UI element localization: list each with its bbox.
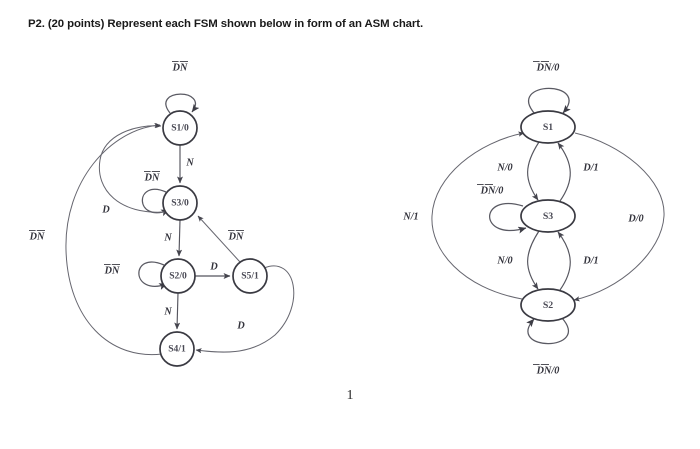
edge-r-s2-to-s3	[557, 231, 571, 291]
svg-text:DN/0: DN/0	[536, 365, 560, 376]
self-loop-s1-left	[165, 93, 200, 114]
label-self-loop-s3: DN	[144, 171, 160, 183]
svg-text:DN: DN	[104, 265, 120, 276]
state-node-r-s1: S1	[520, 110, 576, 144]
state-label-s3: S3/0	[171, 198, 189, 209]
state-node-s2: S2/0	[160, 258, 196, 294]
label-r-self-loop-s2: DN/0	[533, 364, 560, 376]
page-number: 1	[346, 388, 354, 403]
edge-r-s2-to-s1	[431, 131, 525, 300]
edge-s2-to-s4	[174, 292, 181, 330]
edge-s5-to-s3	[197, 215, 241, 263]
label-edge-s5-s4: D	[236, 320, 245, 331]
label-r-edge-s3-s1: D/1	[582, 162, 598, 173]
label-edge-s1-s3: N	[185, 157, 194, 168]
edge-r-s1-to-s2	[573, 132, 665, 302]
label-edge-s5-s3: DN	[228, 230, 244, 242]
svg-text:DN: DN	[228, 231, 244, 242]
label-edge-s3-s1: D	[101, 204, 110, 215]
label-edge-s2-s5: D	[209, 261, 218, 272]
label-self-loop-s2: DN	[104, 264, 120, 276]
state-node-s3: S3/0	[162, 185, 198, 221]
label-r-edge-s1-s2: D/0	[627, 213, 643, 224]
page-title: P2. (20 points) Represent each FSM shown…	[28, 18, 424, 30]
state-label-r-s3: S3	[543, 211, 553, 222]
label-r-edge-s2-s3: D/1	[582, 255, 598, 266]
state-label-r-s1: S1	[543, 122, 553, 133]
self-loop-s1-right	[528, 87, 571, 115]
label-r-edge-s1-s3: N/0	[496, 162, 512, 173]
label-r-self-loop-s1: DN/0	[533, 61, 560, 73]
state-label-s1: S1/0	[171, 123, 189, 134]
svg-text:DN/0: DN/0	[480, 185, 504, 196]
edge-s5-to-s4	[195, 265, 295, 354]
label-edge-s3-s2: N	[163, 232, 172, 243]
edge-s4-to-s1	[65, 122, 163, 356]
edge-r-s1-to-s3	[527, 141, 540, 201]
state-label-s5: S5/1	[241, 271, 259, 282]
svg-text:DN/0: DN/0	[536, 62, 560, 73]
edge-r-s3-to-s1	[557, 142, 571, 202]
state-label-s2: S2/0	[169, 271, 187, 282]
label-r-edge-s3-s2: N/0	[496, 255, 512, 266]
label-edge-s2-s4: N	[163, 306, 172, 317]
state-node-s5: S5/1	[232, 258, 268, 294]
label-r-self-loop-s3: DN/0	[477, 184, 504, 196]
edge-r-s3-to-s2	[527, 230, 540, 290]
label-r-edge-s2-s1: N/1	[402, 211, 418, 222]
state-label-r-s2: S2	[543, 300, 553, 311]
self-loop-s2-left	[138, 261, 168, 290]
state-node-s1: S1/0	[162, 110, 198, 146]
state-label-s4: S4/1	[168, 344, 186, 355]
self-loop-s2-right	[526, 317, 569, 345]
svg-text:DN: DN	[172, 62, 188, 73]
label-self-loop-s1: DN	[172, 61, 188, 73]
edge-s3-to-s2	[176, 219, 183, 257]
edge-s3-to-s1	[98, 122, 166, 213]
self-loop-s3-right	[489, 202, 527, 234]
state-node-s4: S4/1	[159, 331, 195, 367]
svg-text:DN: DN	[144, 172, 160, 183]
svg-text:DN: DN	[29, 231, 45, 242]
label-edge-s4-s1: DN	[29, 230, 45, 242]
state-node-r-s3: S3	[520, 199, 576, 233]
state-node-r-s2: S2	[520, 288, 576, 322]
